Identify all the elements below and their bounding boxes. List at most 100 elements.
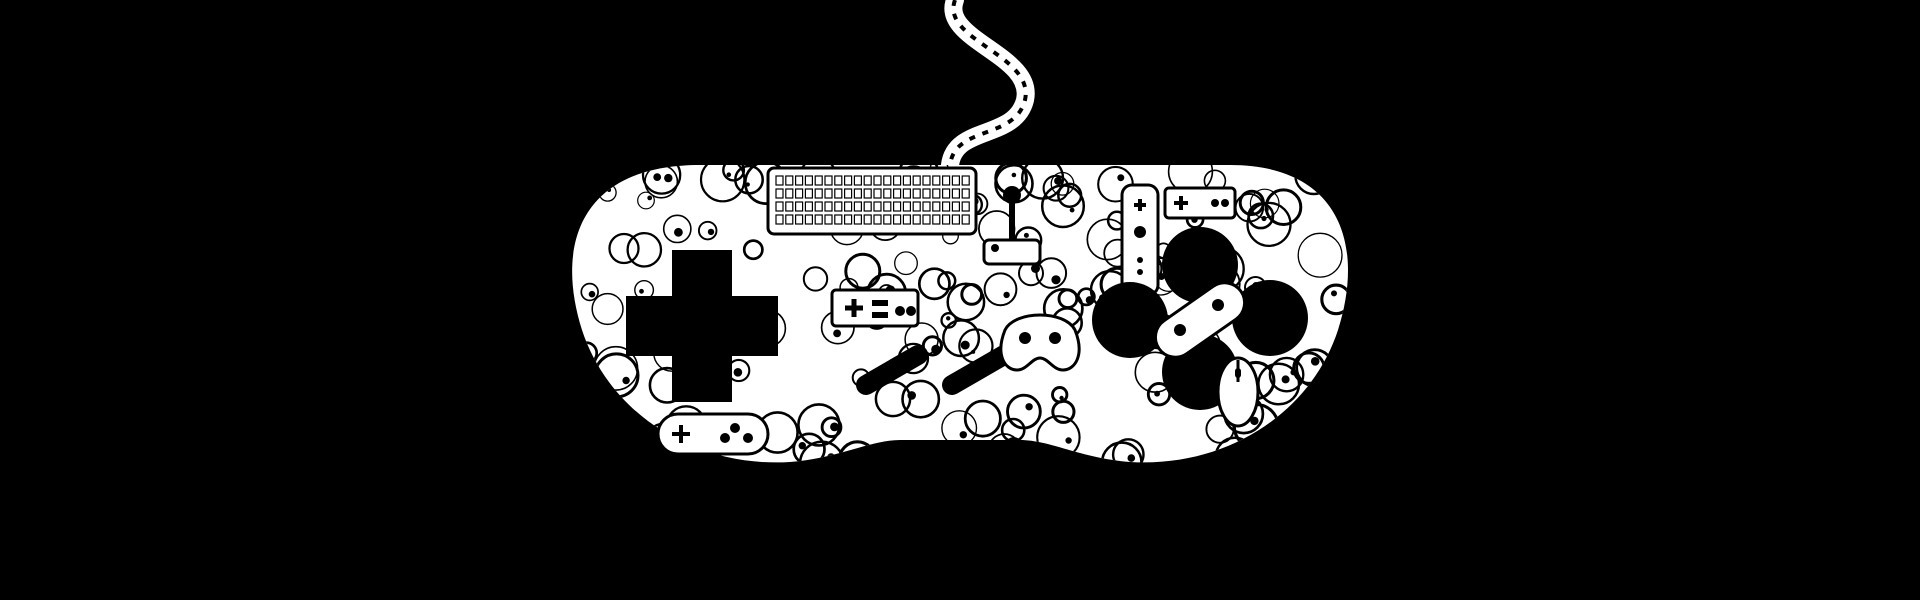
keyboard-key	[892, 214, 902, 225]
keyboard-key	[883, 188, 892, 199]
keyboard-key	[775, 188, 784, 199]
collage-dot	[1281, 375, 1290, 384]
nes-controller-icon	[830, 288, 920, 328]
keyboard-key	[873, 175, 882, 186]
collage-ring	[626, 231, 663, 268]
keyboard-key	[941, 214, 951, 225]
collage-dot	[971, 349, 976, 354]
keyboard-key	[853, 214, 863, 225]
keyboard-key	[853, 188, 863, 199]
dpad-cutout	[626, 250, 778, 402]
collage-dot	[707, 228, 715, 236]
collage-dot	[653, 173, 662, 182]
collage-dot	[745, 182, 750, 187]
collage-ring	[983, 272, 1018, 307]
collage-ring	[1268, 356, 1305, 393]
collage-dot	[830, 422, 839, 432]
collage-ring	[591, 292, 624, 326]
collage-dot	[1331, 290, 1337, 297]
collage-dot	[1186, 159, 1191, 164]
keyboard-key	[883, 214, 892, 225]
collage-ring	[742, 239, 764, 261]
keyboard-key	[824, 214, 833, 225]
collage-ring	[608, 232, 640, 265]
collage-ring	[1035, 257, 1068, 289]
keyboard-key	[814, 201, 823, 212]
collage-ring	[1005, 437, 1023, 455]
keyboard-key	[853, 201, 863, 212]
keyboard-key	[834, 188, 843, 199]
keyboard-key	[804, 201, 814, 212]
collage-dot	[1318, 436, 1326, 443]
keyboard-key	[785, 214, 794, 225]
keyboard-key	[922, 175, 931, 186]
keyboard-key	[961, 214, 970, 225]
collage-ring	[1326, 176, 1348, 205]
keyboard-key	[863, 175, 872, 186]
keyboard-key	[843, 188, 853, 199]
collage-dot	[1059, 395, 1064, 401]
collage-dot	[833, 329, 841, 338]
keyboard-key	[932, 188, 941, 199]
collage-dot	[674, 227, 683, 237]
collage-ring	[1264, 188, 1303, 226]
keyboard-key	[932, 175, 941, 186]
keyboard-key	[863, 188, 872, 199]
keyboard-key	[834, 214, 843, 225]
collage-dot	[798, 442, 806, 450]
keyboard-key	[961, 188, 970, 199]
collage-dot	[1051, 275, 1061, 285]
keyboard-key	[912, 175, 921, 186]
collage-dot	[577, 412, 588, 422]
collage-dot	[929, 456, 935, 462]
keyboard-key	[941, 175, 951, 186]
collage-dot	[726, 172, 732, 177]
collage-ring	[937, 271, 957, 291]
keyboard-key	[775, 201, 784, 212]
keyboard-key	[902, 214, 912, 225]
collage-dot	[1054, 176, 1063, 185]
collage-dot	[959, 431, 967, 439]
keyboard-key	[902, 175, 912, 186]
snes-controller-icon	[656, 412, 770, 456]
collage-dot	[1065, 437, 1072, 444]
collage-ring	[1057, 288, 1079, 310]
keyboard-key	[951, 175, 961, 186]
keyboard-key	[794, 175, 804, 186]
keyboard-key	[794, 188, 804, 199]
keyboard-key	[843, 201, 853, 212]
keyboard-key	[873, 201, 882, 212]
keyboard-key	[775, 214, 784, 225]
collage-dot	[1318, 165, 1324, 170]
keyboard-key	[824, 201, 833, 212]
keyboard-key	[794, 201, 804, 212]
collage-ring	[1020, 165, 1065, 200]
keyboard-key	[922, 214, 931, 225]
keyboard-key	[814, 175, 823, 186]
collage-dot	[1117, 174, 1125, 182]
collage-ring	[1274, 449, 1310, 463]
snes-controller-icon	[1153, 281, 1247, 359]
collage-ring	[1247, 202, 1275, 230]
collage-ring	[820, 416, 843, 439]
collage-ring	[1006, 393, 1042, 430]
xbox-controller-icon	[999, 313, 1081, 372]
collage-ring	[641, 165, 682, 195]
keyboard-key	[804, 188, 814, 199]
collage-dot	[1127, 454, 1136, 462]
collage-ring	[572, 398, 607, 440]
keyboard-key	[883, 175, 892, 186]
keyboard-key	[873, 214, 882, 225]
collage-dot	[1310, 357, 1320, 366]
collage-ring	[946, 282, 986, 322]
collage-dot	[588, 290, 596, 298]
mouse-icon	[1216, 356, 1260, 428]
collage-dot	[1261, 215, 1267, 222]
keyboard-key	[951, 214, 961, 225]
keyboard-key	[873, 188, 882, 199]
keyboard-key	[961, 201, 970, 212]
collage-dot	[1249, 211, 1254, 216]
keyboard-key	[843, 214, 853, 225]
collage-dot	[1003, 291, 1010, 299]
collage-ring	[1051, 386, 1069, 404]
